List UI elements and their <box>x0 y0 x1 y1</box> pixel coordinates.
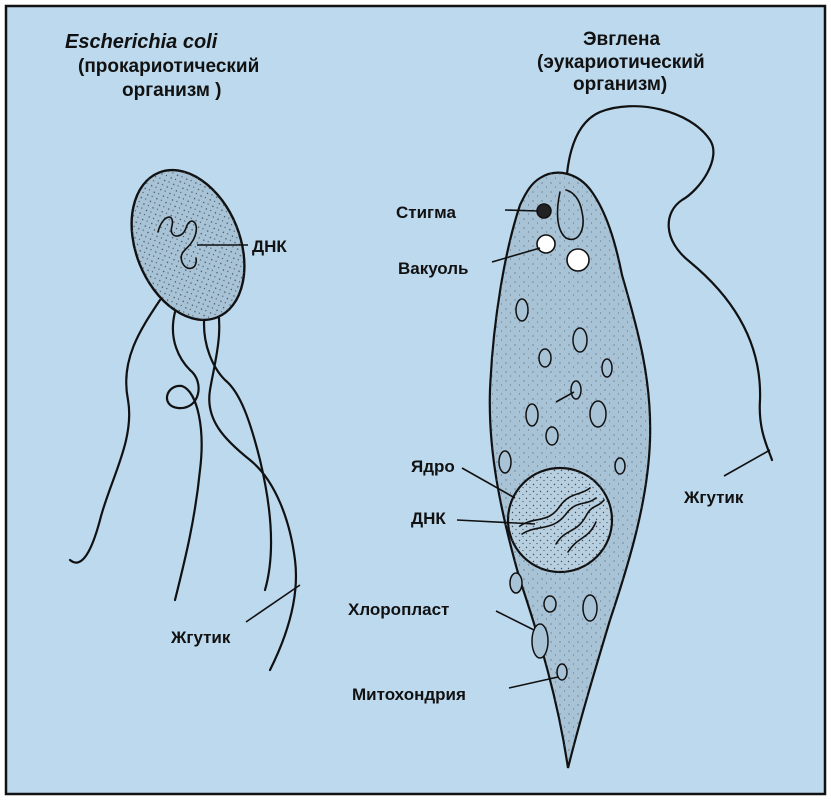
chloroplast-label: Хлоропласт <box>348 600 449 619</box>
euglena-vacuole-2 <box>567 249 589 271</box>
stigma-leader <box>505 210 538 211</box>
euglena-subtitle-1: (эукариотический <box>537 52 705 73</box>
ecoli-title: Escherichia coli <box>65 31 218 53</box>
ecoli-subtitle-1: (прокариотический <box>78 56 259 77</box>
euglena-flagellum-label: Жгутик <box>683 488 744 507</box>
ecoli-subtitle-2: организм ) <box>122 80 221 101</box>
euglena-stigma <box>537 204 551 218</box>
euglena-dna-label: ДНК <box>411 509 446 528</box>
ecoli-flagellum-label: Жгутик <box>170 628 231 647</box>
euglena-title: Эвглена <box>583 29 661 50</box>
mitochondria-label: Митохондрия <box>352 685 466 704</box>
ecoli-dna-label: ДНК <box>252 237 287 256</box>
euglena-subtitle-2: организм) <box>573 74 667 95</box>
nucleus-label: Ядро <box>411 457 455 476</box>
stigma-label: Стигма <box>396 203 456 222</box>
euglena-vacuole-1 <box>537 235 555 253</box>
vacuole-label: Вакуоль <box>398 259 468 278</box>
